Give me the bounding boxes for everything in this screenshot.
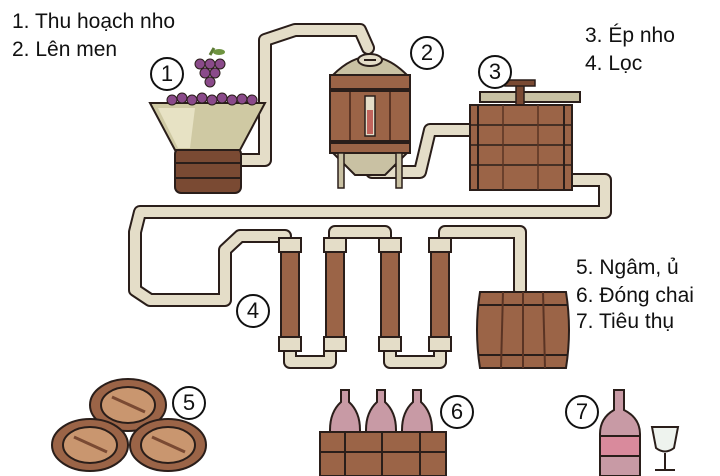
legend-step-4: 4. Lọc <box>585 52 642 76</box>
filter-column <box>324 238 346 351</box>
legend-step-5: 5. Ngâm, ủ <box>576 256 679 280</box>
step-number-5: 5 <box>172 386 206 420</box>
step-number-1: 1 <box>150 57 184 91</box>
step-number-7: 7 <box>565 395 599 429</box>
fermentation-tank <box>330 54 410 188</box>
step-number-3: 3 <box>478 55 512 89</box>
wine-glass-icon <box>652 427 678 470</box>
barrel <box>52 419 128 471</box>
legend-step-3: 3. Ép nho <box>585 24 675 48</box>
step-number-6: 6 <box>440 395 474 429</box>
filter-column <box>379 238 401 351</box>
bottle-crate <box>320 390 446 476</box>
legend-step-1: 1. Thu hoạch nho <box>12 10 175 34</box>
grape-press <box>470 80 580 190</box>
filter-column <box>429 238 451 351</box>
grape-bunch-icon <box>195 48 225 87</box>
step-number-2: 2 <box>410 36 444 70</box>
filter-columns <box>279 238 451 351</box>
legend-step-7: 7. Tiêu thụ <box>576 310 674 334</box>
grape-hopper <box>150 93 265 193</box>
legend-step-2: 2. Lên men <box>12 38 117 62</box>
wine-bottle <box>600 390 640 476</box>
aging-barrel <box>477 292 569 368</box>
filter-column <box>279 238 301 351</box>
barrel <box>130 419 206 471</box>
legend-step-6: 6. Đóng chai <box>576 284 694 308</box>
step-number-4: 4 <box>236 294 270 328</box>
